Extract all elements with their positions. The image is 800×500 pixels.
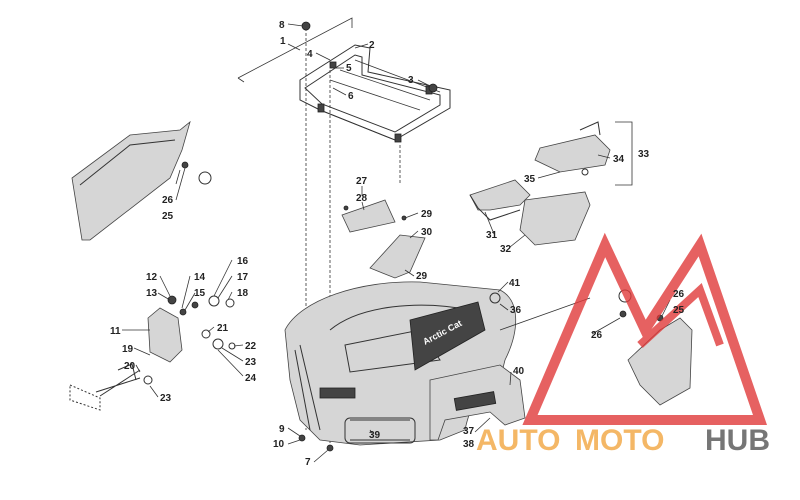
callout-22: 22 (245, 341, 257, 352)
watermark-auto: AUTO (476, 424, 560, 457)
callout-24: 24 (245, 373, 257, 384)
callout-5: 5 (346, 63, 352, 74)
callout-32: 32 (500, 244, 512, 255)
left-side-panel (71, 120, 212, 241)
callout-7: 7 (305, 457, 311, 468)
headlight-assembly (69, 295, 236, 411)
right-fender (429, 364, 526, 441)
leader-lines (122, 23, 671, 463)
callout-40: 40 (513, 366, 525, 377)
callout-11: 11 (110, 326, 121, 337)
rear-rack (299, 44, 451, 143)
callout-26-left: 26 (162, 195, 174, 206)
callout-26-right-top: 26 (673, 289, 685, 300)
callout-28: 28 (356, 193, 368, 204)
logo-triangle-icon (522, 232, 767, 425)
storage-boxes (469, 121, 611, 246)
callout-29b: 29 (416, 271, 428, 282)
callout-8: 8 (279, 20, 285, 31)
watermark-moto: MOTO (575, 424, 664, 457)
callout-38: 38 (463, 439, 475, 450)
watermark-hub: HUB (705, 424, 770, 457)
callout-25-left: 25 (162, 211, 174, 222)
callout-39: 39 (369, 430, 381, 441)
watermark-logo: AUTO MOTO HUB (476, 232, 770, 457)
callout-3: 3 (408, 75, 414, 86)
rack-bracket-line (237, 17, 353, 83)
callout-1: 1 (280, 36, 286, 47)
callout-2: 2 (369, 40, 375, 51)
callout-labels: 1 2 3 4 5 6 7 8 9 10 11 12 13 14 15 16 1… (110, 20, 685, 468)
callout-6: 6 (348, 91, 354, 102)
callout-23b: 23 (160, 393, 172, 404)
callout-18: 18 (237, 288, 249, 299)
callout-14: 14 (194, 272, 206, 283)
callout-41: 41 (509, 278, 521, 289)
callout-21: 21 (217, 323, 229, 334)
callout-29a: 29 (421, 209, 433, 220)
center-brackets (341, 199, 426, 279)
callout-17: 17 (237, 272, 249, 283)
callout-23a: 23 (245, 357, 257, 368)
front-body-panel: Arctic Cat (284, 281, 517, 446)
callout-37: 37 (463, 426, 475, 437)
callout-9: 9 (279, 424, 285, 435)
callout-33: 33 (638, 149, 650, 160)
callout-16: 16 (237, 256, 249, 267)
callout-35: 35 (524, 174, 536, 185)
hardware (298, 21, 501, 452)
callout-27: 27 (356, 176, 368, 187)
callout-4: 4 (307, 49, 313, 60)
callout-31: 31 (486, 230, 498, 241)
callout-19: 19 (122, 344, 134, 355)
callout-34: 34 (613, 154, 625, 165)
callout-20: 20 (124, 361, 136, 372)
callout-12: 12 (146, 272, 158, 283)
callout-10: 10 (273, 439, 285, 450)
callout-25-right: 25 (673, 305, 685, 316)
callout-30: 30 (421, 227, 433, 238)
callout-13: 13 (146, 288, 158, 299)
callout-26-right: 26 (591, 330, 603, 341)
callout-15: 15 (194, 288, 206, 299)
callout-36: 36 (510, 305, 522, 316)
